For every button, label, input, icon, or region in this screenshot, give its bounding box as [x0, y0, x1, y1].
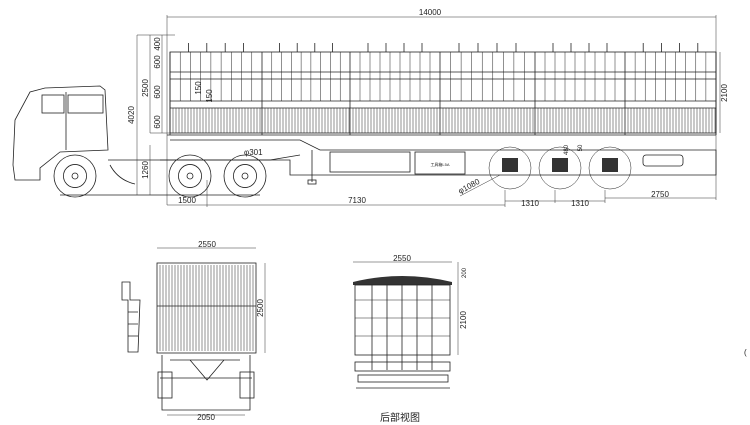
dim-body-height: 2500	[141, 79, 150, 97]
kingpin-label: φ301	[244, 148, 263, 157]
cargo-body	[167, 51, 717, 136]
rear-door	[354, 284, 451, 356]
chassis-frame	[160, 139, 717, 176]
spare-tire	[642, 154, 684, 167]
front-view: 2550 2500 2050	[121, 240, 266, 422]
front-track: 2050	[197, 413, 215, 422]
axle-suspension	[602, 158, 618, 172]
dim-150: 150	[205, 89, 214, 103]
dim-total-height: 4020	[127, 106, 136, 124]
cab-window	[67, 94, 104, 114]
tractor-hose	[109, 164, 136, 185]
landing-gear-foot	[307, 179, 317, 185]
ladder	[121, 281, 141, 353]
body-slats	[169, 43, 717, 135]
rear-view-caption: 后部视图	[380, 411, 420, 424]
side-guard	[329, 151, 411, 173]
dim-axle-spacing-2: 1310	[571, 199, 589, 208]
axle-suspension	[502, 158, 518, 172]
dim-side-height: 2100	[720, 84, 729, 102]
front-tire	[157, 371, 173, 399]
front-slats	[159, 265, 254, 351]
hub	[71, 172, 79, 180]
hub	[186, 172, 194, 180]
dim-600: 600	[153, 55, 162, 69]
trailer-wheel	[488, 146, 532, 190]
dim-600: 600	[153, 85, 162, 99]
dim-rear-overhang: 2750	[651, 190, 669, 199]
leader-tire	[459, 174, 501, 197]
cab-window	[41, 94, 65, 114]
rear-lights-bar	[354, 361, 451, 372]
dim-wheelbase: 7130	[348, 196, 366, 205]
dim-50: 50	[578, 144, 584, 151]
toolbox	[414, 151, 466, 175]
toolbox-label: 工具箱L5A	[430, 161, 449, 167]
wheel	[168, 154, 212, 198]
front-tire	[239, 371, 255, 399]
axle-suspension	[552, 158, 568, 172]
dim-480: 480	[564, 144, 570, 155]
hub	[241, 172, 249, 180]
rim	[63, 164, 87, 188]
dim-front-overhang: 1500	[178, 196, 196, 205]
side-view: 14000 工具箱L5A 4020	[12, 8, 729, 208]
trailer-wheel	[588, 146, 632, 190]
front-panel	[156, 262, 257, 354]
rear-door-bars	[355, 285, 450, 370]
dim-600: 600	[153, 115, 162, 129]
dim-axle-spacing-1: 1310	[521, 199, 539, 208]
rear-bumper	[357, 374, 449, 383]
dim-overall-length: 14000	[419, 8, 442, 17]
edge-mark: (	[744, 348, 747, 357]
wheel	[223, 154, 267, 198]
roof-tarp	[353, 276, 452, 285]
rear-height: 2100	[459, 311, 468, 329]
rear-view: 2550 200 2100 后部视图	[353, 254, 468, 424]
trailer-wheel	[538, 146, 582, 190]
dim-fifth-wheel-height: 1260	[141, 161, 150, 179]
dim-tire-diameter: φ1080	[457, 177, 482, 196]
wheels	[53, 146, 632, 198]
rear-roof-height: 200	[462, 267, 468, 278]
rear-width: 2550	[393, 254, 411, 263]
wheel	[53, 154, 97, 198]
tractor-cab	[12, 85, 109, 181]
front-height: 2500	[256, 299, 265, 317]
rim	[178, 164, 202, 188]
front-width: 2550	[198, 240, 216, 249]
dim-400: 400	[153, 37, 162, 51]
tractor-frame	[108, 154, 301, 161]
rim	[233, 164, 257, 188]
dim-150: 150	[194, 81, 203, 95]
front-chassis	[160, 355, 252, 411]
